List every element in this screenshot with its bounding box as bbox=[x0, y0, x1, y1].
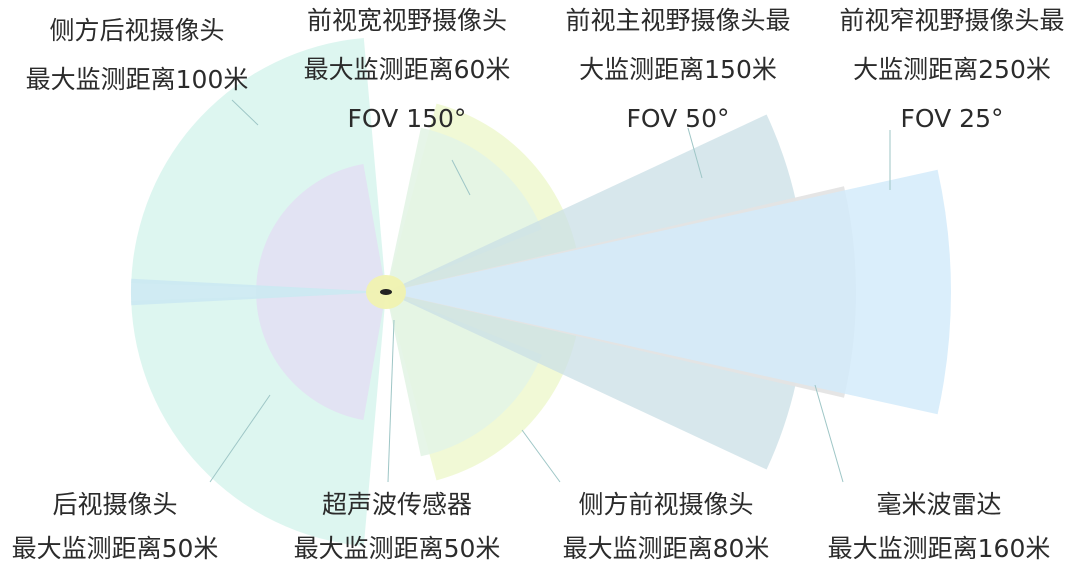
car-icon bbox=[380, 289, 392, 295]
rear-camera-label-line-1: 后视摄像头 bbox=[52, 490, 178, 519]
rear-camera-leader bbox=[209, 394, 271, 483]
leader-lines bbox=[209, 99, 891, 483]
front-narrow-camera-label-line-3: FOV 25° bbox=[900, 104, 1004, 133]
mmwave-radar-label-line-2: 最大监测距离160米 bbox=[827, 534, 1051, 563]
side-front-camera-label-line-1: 侧方前视摄像头 bbox=[578, 490, 754, 519]
mmwave-radar-label-line-1: 毫米波雷达 bbox=[876, 490, 1002, 519]
vehicle bbox=[366, 275, 406, 309]
front-narrow-camera-label: 前视窄视野摄像头最 大监测距离250米 FOV 25° bbox=[822, 8, 1080, 155]
ultrasonic-sensor-label-line-2: 最大监测距离50米 bbox=[293, 534, 501, 563]
side-rear-camera-label: 侧方后视摄像头 最大监测距离100米 bbox=[12, 18, 262, 116]
front-main-camera-label: 前视主视野摄像头最 大监测距离150米 FOV 50° bbox=[548, 8, 808, 155]
front-wide-camera-label-line-1: 前视宽视野摄像头 bbox=[306, 6, 507, 35]
side-front-camera-zone-lower bbox=[386, 292, 542, 457]
front-wide-camera-label: 前视宽视野摄像头 最大监测距离60米 FOV 150° bbox=[282, 8, 532, 155]
front-narrow-camera-label-line-2: 大监测距离250米 bbox=[853, 55, 1051, 84]
rear-center-strip bbox=[130, 278, 386, 306]
side-front-camera-label-line-2: 最大监测距离80米 bbox=[562, 534, 770, 563]
side-front-camera-zone-upper bbox=[386, 127, 542, 292]
side-rear-camera-label-line-1: 侧方后视摄像头 bbox=[49, 16, 225, 45]
front-main-camera-leader bbox=[687, 127, 703, 179]
coverage-zones bbox=[130, 38, 951, 546]
front-main-camera-label-line-3: FOV 50° bbox=[626, 104, 730, 133]
rear-camera-label-line-2: 最大监测距离50米 bbox=[11, 534, 219, 563]
mmwave-radar-leader bbox=[814, 384, 844, 483]
front-narrow-camera-zone bbox=[386, 169, 951, 415]
front-main-camera-label-line-1: 前视主视野摄像头最 bbox=[565, 6, 791, 35]
ultrasonic-sensor-leader bbox=[387, 319, 395, 483]
front-narrow-camera-label-line-1: 前视窄视野摄像头最 bbox=[839, 6, 1065, 35]
front-wide-camera-leader bbox=[451, 159, 471, 196]
front-wide-camera-label-line-2: 最大监测距离60米 bbox=[303, 55, 511, 84]
ultrasonic-sensor-label: 超声波传感器 最大监测距离50米 bbox=[282, 492, 512, 580]
side-front-camera-leader bbox=[521, 429, 561, 483]
ultrasonic-sensor-label-line-1: 超声波传感器 bbox=[321, 490, 472, 519]
front-main-camera-label-line-2: 大监测距离150米 bbox=[579, 55, 777, 84]
side-rear-camera-label-line-2: 最大监测距离100米 bbox=[25, 65, 249, 94]
side-front-camera-label: 侧方前视摄像头 最大监测距离80米 bbox=[550, 492, 782, 580]
side-rear-camera-leader bbox=[231, 99, 259, 126]
rear-camera-label: 后视摄像头 最大监测距离50米 bbox=[0, 492, 230, 580]
mmwave-radar-label: 毫米波雷达 最大监测距离160米 bbox=[820, 492, 1058, 580]
front-wide-camera-label-line-3: FOV 150° bbox=[347, 104, 467, 133]
